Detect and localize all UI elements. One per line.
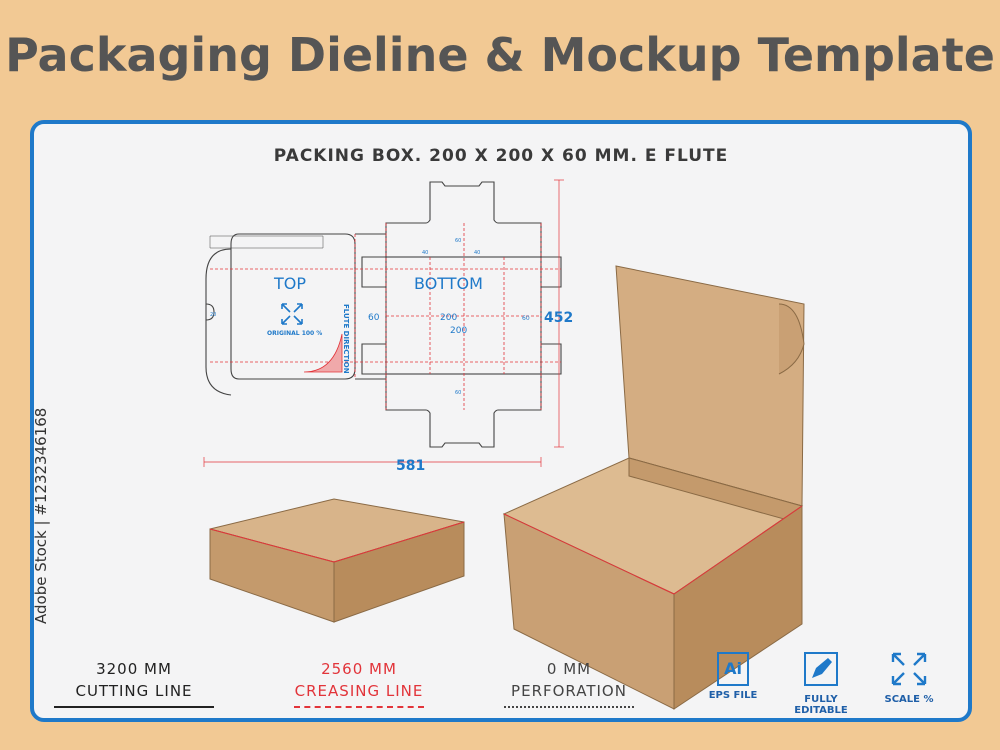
dim-40b-label: 40 (474, 250, 480, 256)
scale-arrows-icon (891, 652, 927, 686)
cutting-line-sample (54, 706, 214, 708)
feature-scale: SCALE % (864, 652, 954, 705)
scale-label: SCALE % (884, 694, 934, 705)
dim-40a-label: 40 (422, 250, 428, 256)
original-scale-label: ORIGINAL 100 % (267, 330, 322, 337)
dim-60-right-label: 60 (522, 315, 530, 322)
feature-fully-editable: FULLY EDITABLE (776, 652, 866, 716)
scale-small-icon (281, 303, 303, 325)
dim-60-top-label: 60 (455, 238, 461, 244)
dim-height-label: 452 (544, 310, 573, 326)
dieline-flat (205, 181, 562, 448)
box-spec-title: PACKING BOX. 200 X 200 X 60 MM. E FLUTE (273, 146, 729, 166)
dim-width-label: 581 (396, 458, 425, 474)
open-box-mockup (502, 265, 805, 710)
legend-cutting-line: 3200 MM CUTTING LINE (54, 660, 214, 708)
feature-eps-file: Ai EPS FILE (688, 652, 778, 701)
ai-file-icon: Ai (717, 652, 749, 686)
ai-icon-text: Ai (724, 659, 742, 678)
stock-id-watermark: Adobe Stock | #1232346168 (32, 407, 50, 624)
fully-editable-label: FULLY EDITABLE (794, 694, 848, 716)
cutting-line-value: 3200 MM (96, 660, 172, 678)
dieline-bottom-label: BOTTOM (414, 274, 483, 293)
flute-direction-label: FLUTE DIRECTION (342, 304, 350, 374)
perforation-sample (504, 706, 634, 708)
crease-lines (210, 223, 561, 410)
eps-file-label: EPS FILE (708, 690, 758, 701)
creasing-line-sample (294, 706, 424, 708)
page-title: Packaging Dieline & Mockup Template (5, 28, 995, 82)
dieline-top-label: TOP (273, 274, 306, 293)
legend-creasing-line: 2560 MM CREASING LINE (294, 660, 424, 708)
legend-perforation: 0 MM PERFORATION (504, 660, 634, 708)
pen-edit-icon (804, 652, 838, 686)
creasing-line-value: 2560 MM (321, 660, 397, 678)
dim-200a-label: 200 (440, 313, 457, 323)
dimension-lines (203, 179, 564, 467)
perforation-value: 0 MM (546, 660, 592, 678)
cutting-line-label: CUTTING LINE (75, 682, 193, 700)
closed-box-mockup (209, 498, 465, 623)
template-card: PACKING BOX. 200 X 200 X 60 MM. E FLUTE (30, 120, 972, 722)
dim-200b-label: 200 (450, 326, 467, 336)
dim-60-label: 60 (368, 313, 380, 323)
perforation-label: PERFORATION (511, 682, 627, 700)
dim-20-label: 20 (210, 312, 216, 318)
creasing-line-label: CREASING LINE (294, 682, 424, 700)
dieline-artwork: TOP BOTTOM ORIGINAL 100 % FLUTE DIRECTIO… (203, 179, 805, 710)
flute-graphic-icon (303, 333, 343, 373)
dim-60-bottom-label: 60 (455, 390, 461, 396)
